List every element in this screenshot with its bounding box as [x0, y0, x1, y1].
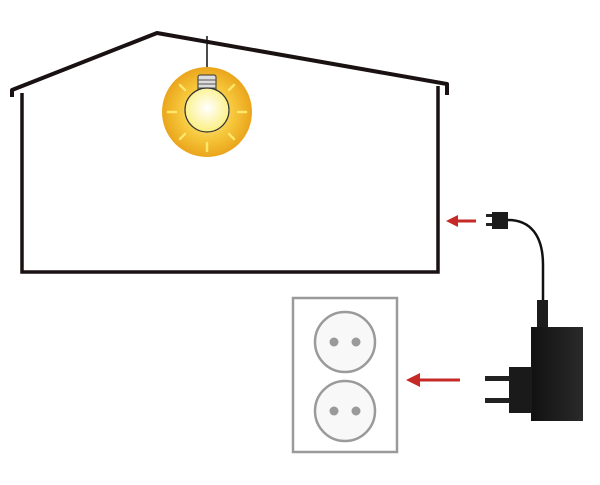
house-walls — [20, 86, 440, 274]
power-adapter-icon — [485, 300, 583, 421]
cable — [507, 218, 545, 300]
arrow-to-outlet — [406, 373, 460, 387]
arrow-to-house — [446, 215, 476, 227]
light-bulb-icon — [162, 36, 252, 157]
dc-plug-icon — [486, 212, 545, 300]
house-roof — [10, 31, 449, 97]
house — [10, 31, 449, 274]
outlet-icon — [291, 296, 399, 454]
